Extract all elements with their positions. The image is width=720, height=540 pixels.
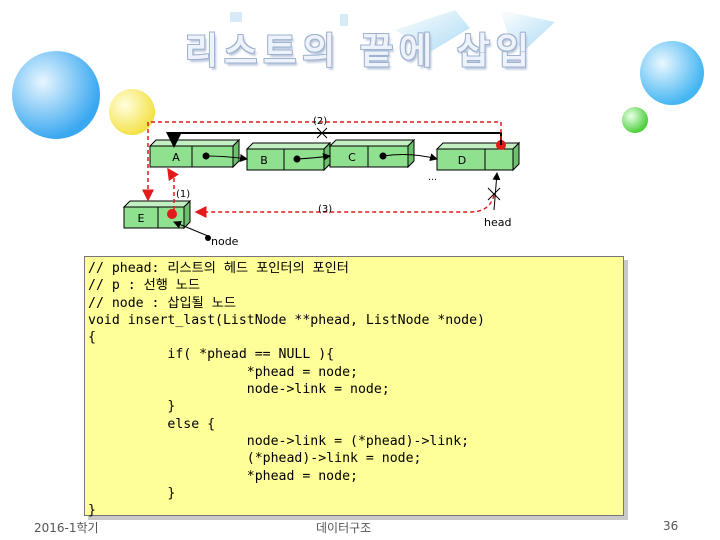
footer-semester: 2016-1학기 bbox=[34, 519, 99, 536]
node-c: C bbox=[330, 140, 414, 167]
code-line: { bbox=[88, 330, 96, 345]
node-pointer-line bbox=[174, 222, 208, 236]
page-number: 36 bbox=[663, 519, 678, 533]
code-line: else { bbox=[88, 417, 215, 432]
code-line: } bbox=[88, 486, 175, 501]
code-line: *phead = node; bbox=[88, 469, 358, 484]
footer-course: 데이터구조 bbox=[316, 519, 371, 536]
head-label: head bbox=[484, 216, 511, 229]
code-text: // phead: 리스트의 헤드 포인터의 포인터 // p : 선행 노드 … bbox=[88, 260, 485, 519]
node-a-label: A bbox=[172, 151, 180, 164]
node-e-label: E bbox=[138, 212, 145, 225]
linked-list-diagram: A B C D E … bbox=[0, 0, 720, 260]
code-block: // phead: 리스트의 헤드 포인터의 포인터 // p : 선행 노드 … bbox=[84, 256, 624, 516]
node-b-label: B bbox=[260, 154, 268, 167]
step-label-3: (3) bbox=[318, 204, 332, 215]
x-mark-head bbox=[488, 188, 500, 200]
code-line: if( *phead == NULL ){ bbox=[88, 347, 334, 362]
node-d: D bbox=[437, 140, 519, 170]
link-head-e-new bbox=[196, 195, 494, 212]
code-line: node->link = node; bbox=[88, 382, 390, 397]
ellipsis-mark: … bbox=[428, 173, 437, 183]
step-label-2: (2) bbox=[313, 116, 327, 127]
step-label-1: (1) bbox=[176, 189, 190, 200]
code-line: node->link = (*phead)->link; bbox=[88, 434, 469, 449]
node-b: B bbox=[247, 143, 330, 170]
node-c-label: C bbox=[348, 151, 356, 164]
code-line: // p : 선행 노드 bbox=[88, 278, 200, 293]
node-a: A bbox=[150, 140, 239, 167]
code-line: *phead = node; bbox=[88, 365, 358, 380]
code-line: } bbox=[88, 503, 96, 518]
node-e: E bbox=[124, 201, 190, 228]
node-label: node bbox=[211, 235, 239, 248]
code-line: } bbox=[88, 399, 175, 414]
code-line: // phead: 리스트의 헤드 포인터의 포인터 bbox=[88, 261, 349, 276]
code-line: (*phead)->link = node; bbox=[88, 451, 421, 466]
code-line: void insert_last(ListNode **phead, ListN… bbox=[88, 313, 485, 328]
code-line: // node : 삽입될 노드 bbox=[88, 296, 236, 311]
node-d-label: D bbox=[458, 154, 466, 167]
